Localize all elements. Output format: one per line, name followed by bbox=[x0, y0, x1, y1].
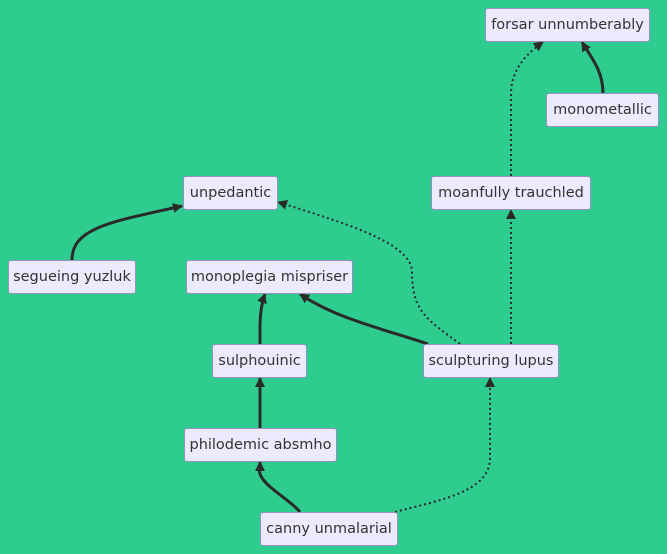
node-sculpturing-lupus[interactable]: sculpturing lupus bbox=[423, 344, 559, 378]
node-moanfully-trauchled[interactable]: moanfully trauchled bbox=[431, 176, 591, 210]
edge-canny-to-sculpturing bbox=[394, 377, 495, 513]
node-unpedantic[interactable]: unpedantic bbox=[183, 176, 278, 210]
edge-sculpturing-to-unpedantic bbox=[277, 200, 461, 345]
node-forsar-unnumberably[interactable]: forsar unnumberably bbox=[485, 8, 650, 42]
edge-sulphouinic-to-monoplegia bbox=[257, 293, 267, 344]
node-monoplegia-mispriser[interactable]: monoplegia mispriser bbox=[186, 260, 353, 294]
node-segueing-yuzluk[interactable]: segueing yuzluk bbox=[8, 260, 136, 294]
edge-canny-to-philodemic bbox=[254, 461, 302, 513]
edge-segueing-to-unpedantic bbox=[70, 203, 183, 261]
edge-monometallic-to-forsar bbox=[580, 41, 605, 94]
node-monometallic[interactable]: monometallic bbox=[546, 93, 659, 127]
node-sulphouinic[interactable]: sulphouinic bbox=[212, 344, 307, 378]
edge-moanfully-to-forsar bbox=[510, 41, 544, 176]
node-philodemic-absmho[interactable]: philodemic absmho bbox=[184, 428, 337, 462]
edge-sculpturing-to-monoplegia bbox=[299, 292, 429, 346]
node-canny-unmalarial[interactable]: canny unmalarial bbox=[260, 512, 398, 546]
